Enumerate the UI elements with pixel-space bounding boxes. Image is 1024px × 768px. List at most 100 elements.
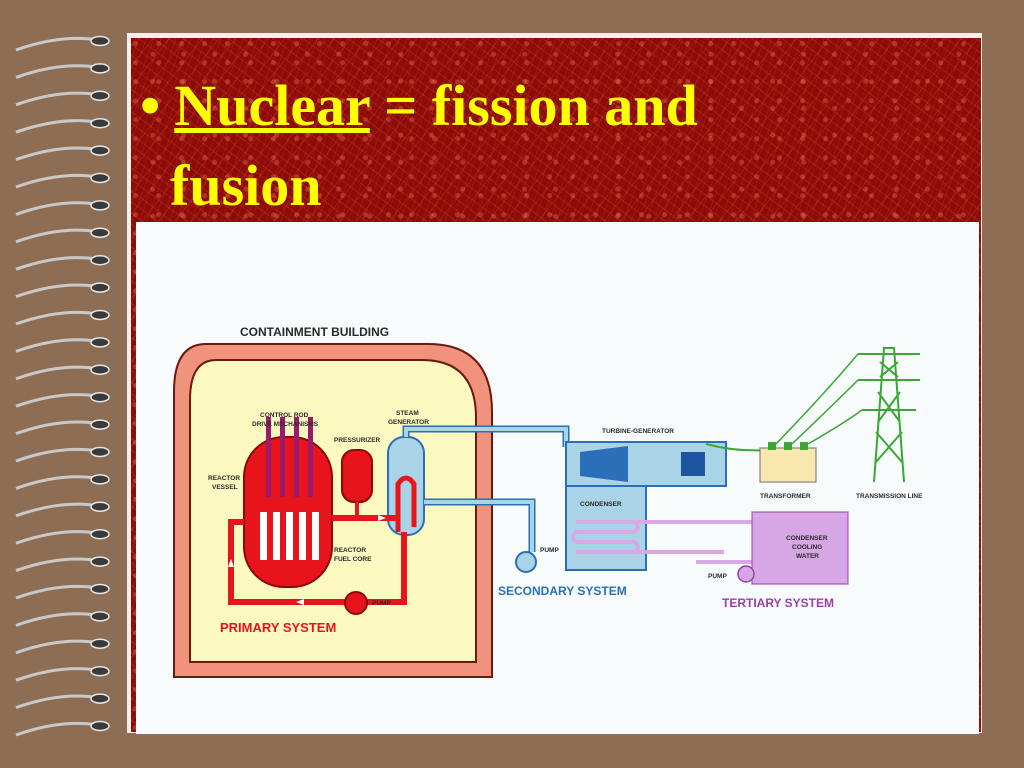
condenser-coils: [571, 520, 640, 554]
binding-hole: [90, 172, 110, 184]
primary-pump-label: PUMP: [372, 600, 391, 607]
spiral-coil: [15, 667, 99, 682]
fuel-core: [260, 512, 319, 560]
reactor-diagram: CONTAINMENT BUILDING CONTROL ROD DRIVE M…: [136, 222, 979, 734]
turbine-generator-label: TURBINE-GENERATOR: [602, 428, 674, 435]
spiral-coil: [15, 639, 99, 655]
title-rest: = fission and: [369, 73, 698, 138]
binding-hole: [90, 419, 110, 430]
fuel-core-label-2: FUEL CORE: [334, 556, 372, 563]
spiral-coil: [15, 338, 99, 353]
transformer-label: TRANSFORMER: [760, 493, 811, 500]
cooling-water: [751, 511, 849, 585]
spiral-coil: [15, 365, 99, 381]
spiral-coil: [15, 256, 99, 271]
reactor-vessel-label-1: REACTOR: [208, 475, 240, 482]
cooling-label-1: CONDENSER: [786, 535, 828, 542]
spiral-coil: [15, 447, 99, 463]
tertiary-pump: [737, 565, 755, 583]
spiral-coil: [15, 119, 99, 134]
fuel-core-label-1: REACTOR: [334, 547, 366, 554]
binding-hole: [90, 90, 110, 102]
binding-hole: [90, 282, 110, 293]
control-rod-4: [308, 417, 313, 497]
title-nuclear: Nuclear: [174, 73, 370, 138]
spiral-coil: [15, 475, 99, 490]
spiral-coil: [15, 584, 99, 600]
binding-hole: [90, 337, 110, 348]
power-lines: [775, 353, 863, 445]
binding-hole: [90, 391, 110, 403]
spiral-coil: [15, 64, 99, 79]
binding-hole: [90, 145, 110, 156]
secondary-pump: [515, 551, 537, 573]
steam-generator-label-1: STEAM: [396, 410, 419, 417]
spiral-coil: [15, 146, 99, 162]
binding-hole: [90, 309, 110, 321]
binding-hole: [90, 611, 110, 622]
transformer: [759, 447, 817, 483]
binding-hole: [90, 528, 110, 540]
pressurizer: [341, 449, 373, 503]
binding-hole: [90, 501, 110, 513]
tertiary-system-label: TERTIARY SYSTEM: [722, 596, 834, 610]
spiral-coil: [15, 694, 99, 710]
binding-hole: [90, 556, 110, 567]
condenser-label: CONDENSER: [580, 501, 622, 508]
reactor-diagram-svg: CONTAINMENT BUILDING CONTROL ROD DRIVE M…: [173, 325, 923, 678]
control-rod-2: [280, 417, 285, 497]
secondary-pump-label: PUMP: [540, 547, 559, 554]
binding-hole: [90, 63, 110, 74]
secondary-system-label: SECONDARY SYSTEM: [498, 584, 627, 598]
control-rod-label-1: CONTROL ROD: [260, 412, 309, 419]
binding-hole: [90, 227, 110, 239]
spiral-coil: [15, 173, 99, 189]
primary-pump: [344, 591, 368, 615]
binding-hole: [90, 200, 110, 211]
steam-generator-label-2: GENERATOR: [388, 419, 429, 426]
title-line-2: fusion: [170, 153, 322, 218]
primary-system-label: PRIMARY SYSTEM: [220, 620, 336, 635]
spiral-coil: [15, 310, 99, 326]
spiral-coil: [15, 530, 99, 545]
title-line-1: •Nuclear = fission and: [140, 66, 840, 146]
spiral-coil: [15, 91, 99, 107]
condenser: [565, 485, 647, 571]
binding-hole: [90, 583, 110, 595]
binding-hole: [90, 364, 110, 376]
pressurizer-label: PRESSURIZER: [334, 437, 381, 444]
containment-building-label: CONTAINMENT BUILDING: [240, 325, 389, 339]
cooling-label-3: WATER: [796, 553, 819, 560]
tertiary-pump-label: PUMP: [708, 573, 727, 580]
binding-hole: [90, 638, 110, 650]
slide-title: •Nuclear = fission and fusion: [140, 66, 840, 226]
tertiary-loop: [634, 520, 768, 564]
binding-hole: [90, 117, 110, 129]
control-rod-1: [266, 417, 271, 497]
spiral-coil: [15, 228, 99, 244]
spiral-coil: [15, 502, 99, 518]
spiral-coil: [15, 612, 99, 627]
spiral-coil: [15, 420, 99, 436]
spiral-binding: [15, 35, 110, 737]
binding-hole: [90, 446, 110, 458]
binding-hole: [90, 720, 110, 732]
binding-hole: [90, 693, 110, 704]
spiral-coil: [15, 36, 99, 52]
reactor-vessel-label-2: VESSEL: [212, 484, 238, 491]
bullet: •: [140, 73, 161, 138]
spiral-coil: [15, 283, 99, 299]
binding-hole: [90, 665, 110, 677]
spiral-coil: [15, 201, 99, 216]
control-rod-label-2: DRIVE MECHANISMS: [252, 421, 319, 428]
spiral-coil: [15, 393, 99, 408]
cooling-label-2: COOLING: [792, 544, 822, 551]
transmission-tower: [858, 347, 920, 483]
spiral-coil: [15, 721, 99, 737]
binding-hole: [90, 474, 110, 485]
binding-hole: [90, 35, 110, 47]
control-rod-3: [294, 417, 299, 497]
transmission-line-label: TRANSMISSION LINE: [856, 493, 923, 500]
binding-hole: [90, 254, 110, 266]
spiral-coil: [15, 557, 99, 573]
